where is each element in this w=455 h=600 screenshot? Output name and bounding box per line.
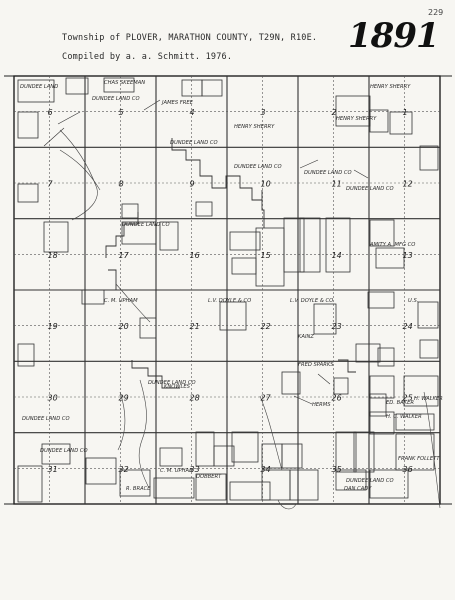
owner-label: DUNDEE LAND CO [170,140,218,146]
owner-label: HERMS [312,402,331,408]
owner-label: DUNDEE LAND CO [148,380,196,386]
section-number-32: 32 [119,465,129,474]
section-number-21: 21 [190,322,200,331]
owner-label: HENRY SHERRY [234,124,275,130]
owner-label: DUNDEE LAND [20,84,58,90]
parcel-arrows [43,99,369,405]
section-grid [14,76,440,504]
section-number-35: 35 [332,465,342,474]
section-number-18: 18 [48,251,58,260]
section-number-24: 24 [403,322,413,331]
section-number-6: 6 [48,108,53,117]
owner-label: DAN CADY [344,486,372,492]
owner-label: CHAS SKEEMAN [104,80,145,86]
section-number-26: 26 [332,394,342,403]
section-number-23: 23 [332,322,342,331]
owner-label: R. BRACE [126,486,151,492]
section-number-27: 27 [261,394,272,403]
owner-label: DUNDEE LAND CO [22,416,70,422]
owner-label: DUNDEE LAND CO [234,164,282,170]
section-number-19: 19 [48,322,58,331]
owner-label: L.V. DOYLE & CO [290,298,333,304]
section-number-3: 3 [261,108,266,117]
section-number-29: 29 [119,394,129,403]
owner-label: KAINZ [298,334,314,340]
streams [59,129,441,510]
parcel-outlines [17,77,439,503]
section-number-8: 8 [119,180,124,189]
section-number-14: 14 [332,251,342,260]
quarter-lines [14,76,440,504]
section-number-28: 28 [190,394,200,403]
owner-label: JAMES FREE [161,100,194,106]
owner-label: KNOWLES [164,384,191,390]
owner-label: U.S. [408,298,418,304]
owner-label: H. C. WALKER [386,414,422,420]
section-number-16: 16 [190,251,200,260]
section-number-36: 36 [403,465,413,474]
section-number-25: 25 [403,394,413,403]
section-number-4: 4 [190,108,195,117]
owner-label: DOBBERT [196,474,222,480]
owner-label: DUNDEE LAND CO [122,222,170,228]
section-number-17: 17 [119,251,130,260]
owner-label: AMITY A. MFG CO [369,242,415,248]
owner-label: ED. BAKER [386,400,414,406]
section-number-11: 11 [332,180,342,189]
section-number-30: 30 [48,394,58,403]
owner-label: HENRY SHERRY [336,116,377,122]
owner-label: DUNDEE LAND CO [346,186,394,192]
owner-label: H. WALKER [414,396,443,402]
section-number-10: 10 [261,180,271,189]
section-number-1: 1 [403,108,408,117]
section-number-7: 7 [48,180,54,189]
owner-label: DUNDEE LAND CO [304,170,352,176]
section-number-34: 34 [261,465,271,474]
owner-label: FRED SPARKS [298,362,334,368]
section-number-9: 9 [190,180,195,189]
page-number: 229 [428,8,444,17]
section-number-22: 22 [261,322,271,331]
section-number-15: 15 [261,251,271,260]
survey-lines [105,138,356,389]
owner-label: DUNDEE LAND CO [346,478,394,484]
map-year: 1891 [348,16,440,56]
owner-label: HENRY SHERRY [370,84,411,90]
map-title: Township of PLOVER, MARATHON COUNTY, T29… [62,33,318,43]
section-number-2: 2 [332,108,337,117]
section-number-5: 5 [119,108,124,117]
owner-label: DUNDEE LAND CO [92,96,140,102]
owner-label: L.V. DOYLE & CO [208,298,251,304]
section-number-31: 31 [48,465,58,474]
section-number-12: 12 [403,180,413,189]
owner-label: C. M. UPHAM [104,298,138,304]
map-subtitle: Compiled by a. a. Schmitt. 1976. [62,52,233,62]
section-number-33: 33 [190,465,200,474]
section-number-13: 13 [403,251,413,260]
owner-label: C. M. UPHAM [160,468,194,474]
owner-label: FRANK FOLLETT [398,456,440,462]
owner-label: DUNDEE LAND CO [40,448,88,454]
section-number-20: 20 [119,322,129,331]
